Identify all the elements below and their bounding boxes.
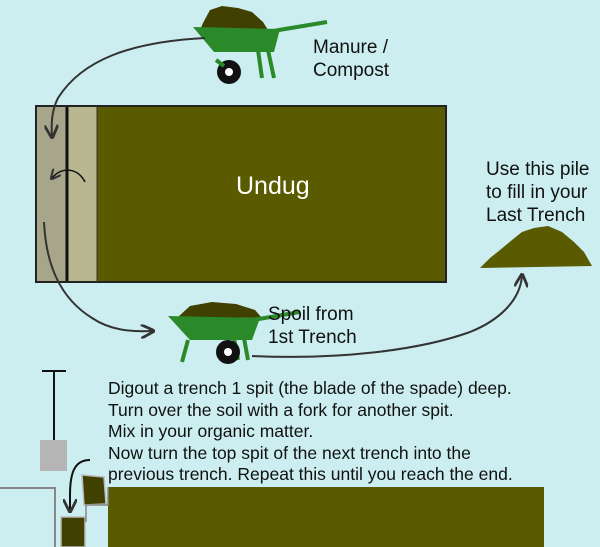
- manure-wheelbarrow-icon: [193, 6, 328, 84]
- soil-pile: [480, 226, 592, 268]
- arrow-manure-to-trench: [52, 37, 206, 136]
- instruction-line: Turn over the soil with a fork for anoth…: [108, 399, 454, 420]
- instructions-text: Digout a trench 1 spit (the blade of the…: [108, 378, 513, 486]
- arrow-spoil-to-pile: [251, 276, 522, 358]
- arrow-trench-to-spoil: [43, 221, 152, 331]
- instruction-line: previous trench. Repeat this until you r…: [108, 464, 513, 484]
- spoil-wheelbarrow-icon: [168, 302, 301, 364]
- arrow-fork-down: [70, 459, 91, 510]
- garden-plot: [35, 105, 447, 283]
- spoil-label: Spoil from 1st Trench: [268, 304, 357, 348]
- turn-over-arrow: [52, 170, 86, 183]
- instruction-line: Mix in your organic matter.: [108, 421, 314, 441]
- instruction-line: Now turn the top spit of the next trench…: [108, 442, 471, 463]
- instruction-line: Digout a trench 1 spit (the blade of the…: [108, 378, 512, 398]
- trench-cross-section: [0, 474, 544, 547]
- undug-soil: [35, 105, 447, 283]
- pile-label: Use this pile to fill in your Last Trenc…: [486, 159, 590, 226]
- undug-label: Undug: [236, 172, 310, 200]
- manure-label: Manure / Compost: [313, 37, 390, 81]
- second-trench: [67, 107, 97, 281]
- spade-icon: [40, 370, 67, 471]
